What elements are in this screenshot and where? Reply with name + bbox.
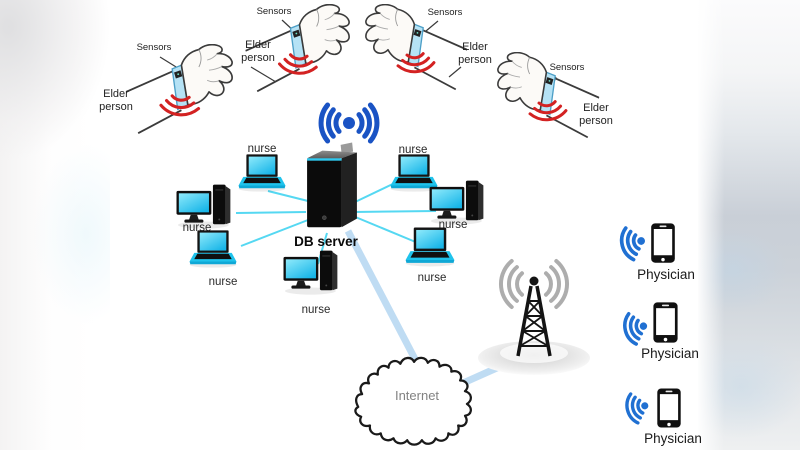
nurse-label: nurse	[301, 304, 331, 316]
sensors-label: Sensors	[136, 42, 172, 53]
sensors-label: Sensors	[549, 62, 585, 73]
nurse-laptop-icon	[404, 227, 456, 267]
physician-label: Physician	[644, 431, 702, 446]
sensors-label: Sensors	[256, 6, 292, 17]
internet-label: Internet	[394, 388, 440, 403]
physician-label: Physician	[637, 267, 695, 282]
cell-tower-icon	[472, 256, 596, 382]
nurse-label: nurse	[208, 276, 238, 288]
nurse-label: nurse	[398, 144, 428, 156]
nurse-label: nurse	[417, 272, 447, 284]
elder-person-label: Elder person	[579, 102, 613, 127]
left-blur-band	[0, 0, 110, 450]
nurse-laptop-icon	[188, 230, 238, 268]
elder-person-label: Elder person	[458, 41, 492, 66]
elder-person-label: Elder person	[99, 88, 133, 113]
nurse-desktop-icon	[283, 249, 341, 295]
sensors-label: Sensors	[427, 7, 463, 18]
elder-hand-sensor-icon	[126, 44, 246, 136]
physician-phone-icon	[652, 301, 679, 344]
elder-person-label: Elder person	[241, 39, 275, 64]
right-blur-band	[698, 0, 800, 450]
physician-phone-icon	[656, 386, 682, 430]
physician-wifi-icon	[608, 391, 652, 428]
db-server-label: DB server	[294, 234, 358, 249]
nurse-laptop-icon	[237, 154, 287, 192]
physician-label: Physician	[641, 346, 699, 361]
nurse-label: nurse	[247, 143, 277, 155]
physician-phone-icon	[649, 222, 677, 264]
physician-wifi-icon	[601, 225, 649, 265]
physician-wifi-icon	[605, 311, 651, 349]
db-server-icon	[301, 142, 363, 234]
